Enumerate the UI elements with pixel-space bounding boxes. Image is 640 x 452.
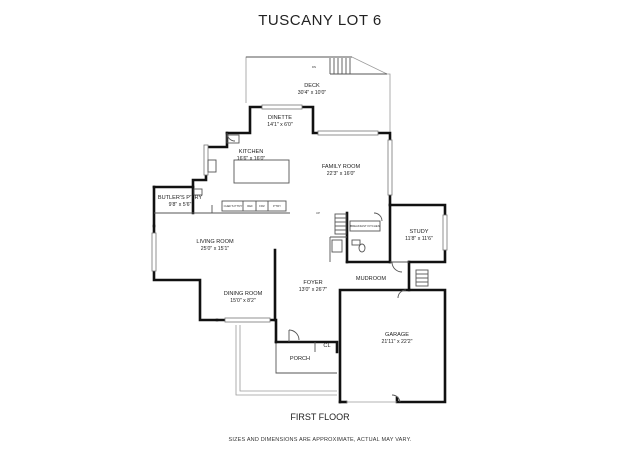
- doors: [226, 132, 407, 403]
- dining-room-dims: 15'0" x 8'2": [230, 298, 256, 304]
- interior-walls: [211, 205, 409, 352]
- garage-dims: 21'11" x 22'2": [382, 339, 413, 345]
- kitchen-island: [233, 159, 290, 184]
- frz-label: FRZ: [259, 204, 265, 208]
- floor-label: FIRST FLOOR: [290, 412, 350, 422]
- vanity: [351, 239, 361, 246]
- main-stairs: UP BREAKFAST KITCHEN: [316, 211, 381, 235]
- toilet: [358, 243, 366, 253]
- porch-outline: [235, 325, 337, 396]
- disclaimer: SIZES AND DIMENSIONS ARE APPROXIMATE, AC…: [228, 437, 412, 443]
- chefs-pantry-label: CHEF'S P'TRY: [224, 204, 243, 208]
- closet-name: CL: [323, 343, 330, 349]
- study-dims: 11'8" x 11'6": [405, 236, 433, 242]
- deck-stairs: [329, 58, 387, 75]
- kitchen-name: KITCHEN: [239, 149, 264, 155]
- deck-outline: DN: [245, 56, 391, 135]
- kitchen-fixtures: CHEF'S P'TRY REF FRZ P'TRY: [193, 134, 290, 212]
- study-name: STUDY: [410, 229, 429, 235]
- plan-title: TUSCANY LOT 6: [258, 12, 382, 29]
- living-room-dims: 25'0" x 15'1": [201, 246, 230, 252]
- living-room-name: LIVING ROOM: [196, 239, 234, 245]
- stairs-label: UP: [316, 211, 320, 215]
- powder-room: [331, 239, 366, 253]
- family-room-name: FAMILY ROOM: [322, 164, 361, 170]
- range: [207, 159, 217, 173]
- room-labels: DECK 30'4" x 10'0" DINETTE 14'1" x 6'0" …: [158, 83, 433, 362]
- garage-stairs: [415, 269, 429, 287]
- windows: [151, 104, 448, 323]
- butlers-sink: [193, 188, 203, 196]
- dining-room-name: DINING ROOM: [224, 291, 263, 297]
- deck-name: DECK: [304, 83, 320, 89]
- garage-name: GARAGE: [385, 332, 409, 338]
- pantry-label: P'TRY: [273, 204, 281, 208]
- kitchen-dims: 16'6" x 16'0": [237, 156, 266, 162]
- foyer-name: FOYER: [303, 280, 322, 286]
- foyer-dims: 13'0" x 26'7": [299, 287, 328, 293]
- kitchen-sink: [226, 134, 240, 144]
- dinette-name: DINETTE: [268, 115, 292, 121]
- deck-stairs-label: DN: [312, 65, 316, 69]
- deck-dims: 30'4" x 10'0": [298, 90, 327, 96]
- dinette-dims: 14'1" x 6'0": [267, 122, 293, 128]
- breakfast-kitchen-label: BREAKFAST KITCHEN: [350, 224, 379, 228]
- mudroom-name: MUDROOM: [356, 276, 386, 282]
- pantry-counter: [221, 200, 287, 212]
- butlers-pantry-dims: 9'8" x 5'6": [169, 202, 192, 208]
- ref-label: REF: [247, 204, 253, 208]
- family-room-dims: 22'3" x 16'0": [327, 171, 356, 177]
- porch-name: PORCH: [290, 356, 310, 362]
- butlers-pantry-name: BUTLER'S P'TRY: [158, 195, 203, 201]
